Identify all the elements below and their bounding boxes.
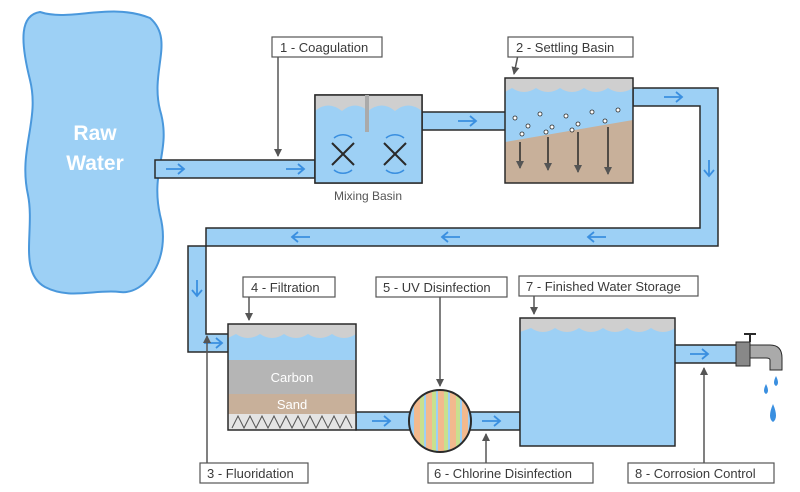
label-filtration: 4 - Filtration (251, 280, 320, 295)
callout-fluoridation: 3 - Fluoridation (199, 462, 309, 484)
mixer-right-icon (383, 134, 407, 174)
faucet-icon (735, 333, 783, 422)
flow-arrows (166, 91, 715, 427)
callout-coagulation: 1 - Coagulation (271, 36, 383, 58)
label-chlorine-disinfection: 6 - Chlorine Disinfection (434, 466, 572, 481)
carbon-label: Carbon (271, 370, 314, 385)
label-fluoridation: 3 - Fluoridation (207, 466, 294, 481)
label-uv-disinfection: 5 - UV Disinfection (383, 280, 491, 295)
label-finished-water-storage: 7 - Finished Water Storage (526, 279, 681, 294)
callout-settling-basin: 2 - Settling Basin (507, 36, 634, 58)
callout-finished-water-storage: 7 - Finished Water Storage (518, 275, 699, 297)
filter-drains (231, 414, 353, 430)
storage-tank (519, 317, 676, 447)
mixer-left-icon (331, 134, 355, 174)
callout-lines (203, 54, 708, 464)
raw-water-source: Raw Water (22, 10, 165, 295)
raw-water-line1: Raw (73, 122, 117, 145)
mixing-basin-label: Mixing Basin (334, 189, 402, 203)
callout-filtration: 4 - Filtration (242, 276, 336, 298)
mixing-basin: Mixing Basin (314, 94, 423, 203)
settling-basin (504, 77, 634, 184)
sand-label: Sand (277, 397, 307, 412)
label-coagulation: 1 - Coagulation (280, 40, 368, 55)
label-settling-basin: 2 - Settling Basin (516, 40, 614, 55)
callout-uv-disinfection: 5 - UV Disinfection (375, 276, 508, 298)
raw-water-line2: Water (66, 152, 124, 175)
filtration-tank: Carbon Sand (227, 323, 357, 431)
settling-arrows (516, 127, 612, 175)
carbon-layer (228, 360, 356, 394)
uv-unit (408, 389, 472, 453)
callout-corrosion-control: 8 - Corrosion Control (627, 462, 775, 484)
callout-chlorine-disinfection: 6 - Chlorine Disinfection (427, 462, 594, 484)
particles (512, 107, 621, 137)
sand-layer (228, 394, 356, 414)
label-corrosion-control: 8 - Corrosion Control (635, 466, 756, 481)
